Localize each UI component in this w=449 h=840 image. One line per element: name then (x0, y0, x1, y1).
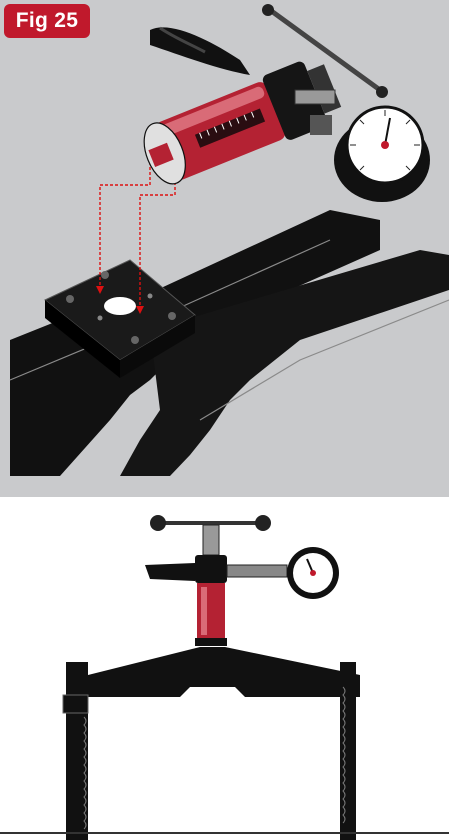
bolt-hole-icon (66, 295, 74, 303)
t-bar-stem (202, 524, 220, 556)
isometric-illustration-svg (9, 4, 449, 476)
handle-grip-line (159, 26, 206, 54)
t-bar-knob (150, 515, 166, 531)
tool-window (194, 108, 266, 148)
stud-hole (104, 297, 136, 315)
panel-divider (0, 476, 449, 497)
arrow-down-icon (136, 306, 144, 314)
t-bar-knob (376, 86, 388, 98)
tool-scale-marks (199, 111, 255, 139)
gauge-needle (384, 117, 391, 146)
gauge-ticks (350, 110, 420, 171)
small-hole-icon (97, 315, 103, 321)
tool-handle (150, 27, 250, 75)
side-view-illustration (0, 497, 449, 840)
fitting (226, 564, 288, 578)
bolt-hole-icon (101, 271, 109, 279)
bolt-hole-icon (168, 312, 176, 320)
arm-edge-line (199, 299, 449, 421)
valve-icon (310, 115, 332, 135)
thread-pattern (83, 686, 346, 830)
mounting-plate-front (120, 315, 195, 378)
post-clamp-left (62, 694, 89, 714)
side-view-illustration-svg (0, 497, 449, 840)
pressure-gauge (334, 105, 430, 202)
tool-highlight (201, 587, 207, 635)
small-hole-icon (147, 293, 153, 299)
tool-handle (145, 563, 195, 581)
mounting-plate-side (45, 300, 120, 378)
fixture-arm-right (120, 250, 449, 476)
fixture-bridge (88, 647, 360, 697)
bolt-hole-icon (131, 336, 139, 344)
tool-highlight (160, 86, 265, 137)
isometric-illustration (9, 4, 449, 476)
tool-base (195, 638, 227, 646)
arrow-down-icon (96, 286, 104, 294)
t-bar-knob (255, 515, 271, 531)
tool-head (195, 555, 227, 583)
gauge-pivot (310, 570, 316, 576)
figure-label: Fig 25 (4, 4, 90, 38)
t-bar-knob (262, 4, 274, 16)
fitting (294, 89, 336, 105)
gauge-pivot (381, 141, 389, 149)
fixture-post-right (340, 662, 356, 840)
fixture-arm-left (10, 210, 380, 476)
tool-slot (148, 142, 174, 167)
t-bar (267, 7, 383, 93)
